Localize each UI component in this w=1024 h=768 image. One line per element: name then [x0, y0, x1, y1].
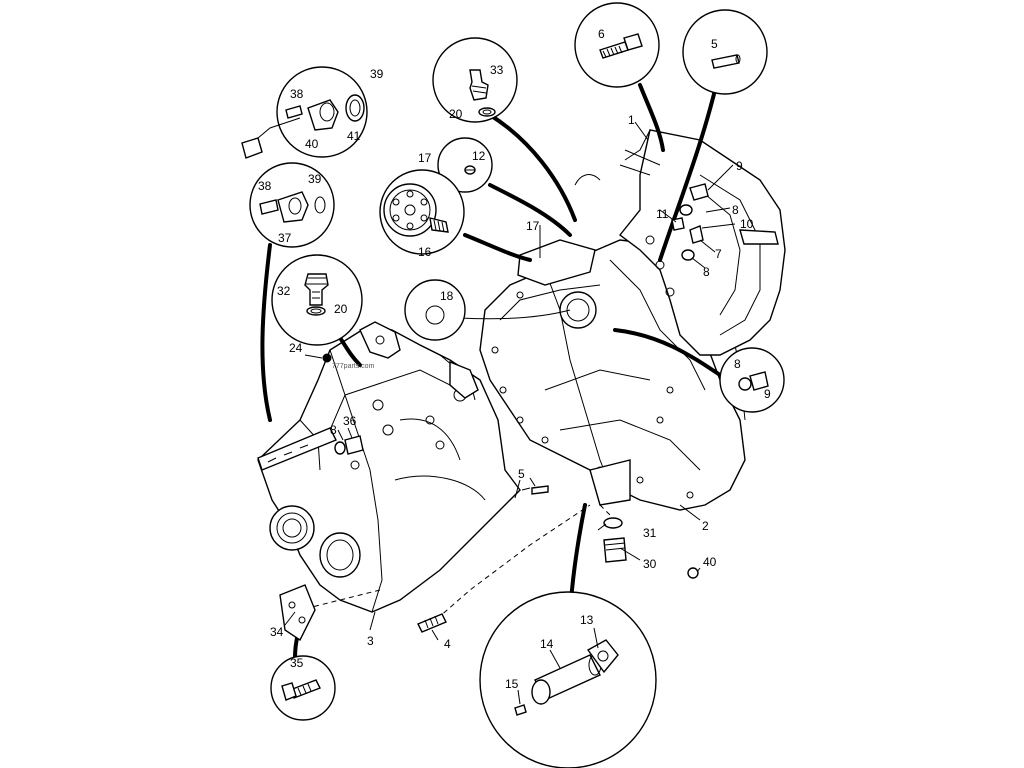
detail-circle-18: [404, 279, 466, 341]
callout-10: 10: [740, 217, 754, 231]
detail-circle-13: [479, 591, 657, 768]
callout-13: 13: [580, 613, 594, 627]
callout-40-a: 40: [305, 137, 319, 151]
callout-8-b: 8: [703, 265, 710, 279]
callout-11: 11: [656, 207, 669, 221]
callout-34: 34: [270, 625, 284, 639]
callout-16: 16: [418, 245, 432, 259]
detail-circle-5: [682, 9, 768, 95]
detail-circle-6: [574, 2, 660, 88]
callout-38-b: 38: [258, 179, 272, 193]
callout-14: 14: [540, 637, 554, 651]
callout-3: 3: [367, 634, 374, 648]
callout-30: 30: [643, 557, 657, 571]
detail-circle-35: [270, 655, 336, 721]
callout-40-b: 40: [703, 555, 717, 569]
callout-39-a: 39: [370, 67, 384, 81]
callout-20-a: 20: [449, 107, 463, 121]
detail-circle-8-9: [719, 347, 785, 413]
callout-33: 33: [490, 63, 504, 77]
callout-8-d: 8: [330, 423, 337, 437]
callout-41: 41: [347, 129, 361, 143]
callout-1: 1: [628, 113, 635, 127]
callout-9-b: 9: [764, 387, 771, 401]
assembly-line: [599, 504, 616, 521]
callout-6: 6: [598, 27, 605, 41]
callout-17-a: 17: [418, 151, 432, 165]
detail-circle-37: [249, 162, 335, 248]
callout-8-a: 8: [732, 203, 739, 217]
callout-31: 31: [643, 526, 657, 540]
callout-32: 32: [277, 284, 291, 298]
detail-circle-40-top: [241, 66, 368, 159]
callout-2: 2: [702, 519, 709, 533]
callout-labels: 1 2 3 4 5 5 6 7 8 8 8 8 9 9 10 11 12 13 …: [258, 27, 771, 691]
callout-24: 24: [289, 341, 303, 355]
callout-37: 37: [278, 231, 292, 245]
callout-35: 35: [290, 656, 304, 670]
detail-circle-17: [379, 169, 465, 255]
callout-39-b: 39: [308, 172, 322, 186]
detail-circle-33: [432, 37, 518, 123]
callout-5-lower: 5: [518, 467, 525, 481]
callout-12: 12: [472, 149, 486, 163]
callout-17-b: 17: [526, 219, 540, 233]
callout-4: 4: [444, 637, 451, 651]
callout-36: 36: [343, 414, 357, 428]
callout-38-a: 38: [290, 87, 304, 101]
callout-20-b: 20: [334, 302, 348, 316]
callout-5-top: 5: [711, 37, 718, 51]
connector-lines: [260, 83, 722, 660]
callout-9-a: 9: [736, 159, 743, 173]
callout-15: 15: [505, 677, 519, 691]
detail-circle-12: [437, 137, 493, 193]
loose-parts: [279, 174, 709, 642]
assembly-line: [429, 504, 591, 626]
gearbox-housing: [257, 321, 531, 613]
callout-7: 7: [715, 247, 722, 261]
callout-8-c: 8: [734, 357, 741, 371]
leader-lines: [284, 121, 736, 705]
detail-circle-32: [271, 254, 363, 346]
watermark: 777parts.com: [332, 363, 375, 370]
callout-18: 18: [440, 289, 454, 303]
assembly-line: [299, 589, 381, 611]
